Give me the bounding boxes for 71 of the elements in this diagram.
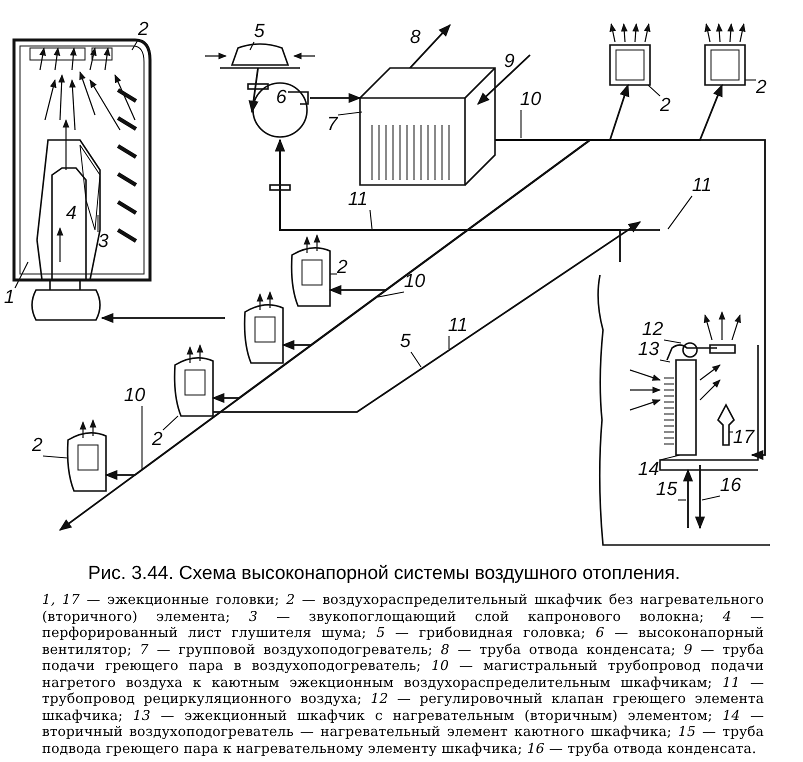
figure-caption: Рис. 3.44. Схема высоконапорной системы воздушного отопления. xyxy=(88,563,680,585)
leader-line xyxy=(42,455,68,459)
leader-line xyxy=(338,111,362,116)
pipe xyxy=(310,92,362,104)
callout-number: 10 xyxy=(520,90,542,110)
pipe xyxy=(248,68,259,114)
leader-line xyxy=(97,215,99,232)
callout-number: 10 xyxy=(124,386,146,406)
cabinet-drawing xyxy=(12,38,152,321)
pipe xyxy=(58,139,593,531)
pipe xyxy=(409,24,451,69)
leader-line xyxy=(660,359,670,363)
callout-number: 4 xyxy=(66,204,77,224)
leader-line xyxy=(660,454,680,461)
callout-number: 11 xyxy=(692,176,712,196)
callout-number: 3 xyxy=(98,232,109,252)
callout-number: 5 xyxy=(400,332,411,352)
legend-text: 1, 17 — эжекционные головки; 2 — воздухораспределительный шкафчик без нагревательного (вторичного) элемента; 3 — звукопоглощающий слой капронового волокна; 4 — перфорированный лист глушителя шума; 5 — грибовидная головка; 6 — высоконапорный вентилятор; 7 — групповой воздухоподогреватель; 8 — труба отвода конденсата; 9 — труба подачи греющего пара в воздухоподогреватель; 10 — магистральный трубопровод подачи нагретого воздуха к каютным эжекционным воздухораспределительным шкафчикам; 11 — трубопровод рециркуляционного воздуха; 12 — регулировочный клапан греющего элемента шкафчика; 13 — эжекционный шкафчик с нагревательным (вторичным) элементом; 14 — вторичный воздухоподогреватель — нагревательный элемент каютного шкафчика; 15 — труба подвода греющего пара к нагревательному элементу шкафчика; 16 — труба отвода конденсата. xyxy=(42,592,764,757)
callout-number: 2 xyxy=(152,430,163,450)
callout-number: 1 xyxy=(4,288,15,308)
callout-number: 10 xyxy=(404,272,426,292)
callout-number: 2 xyxy=(32,436,43,456)
pipe xyxy=(213,221,642,413)
callout-number: 11 xyxy=(448,316,468,336)
cabinet-drawing xyxy=(609,44,651,86)
callout-number: 2 xyxy=(337,258,348,278)
cabinet-drawing xyxy=(704,44,746,86)
leader-line xyxy=(369,210,373,230)
callout-number: 5 xyxy=(254,22,265,42)
leader-line xyxy=(668,196,692,230)
pipe xyxy=(682,468,694,528)
leader-line xyxy=(410,352,422,368)
leader-line xyxy=(745,79,756,81)
leader-line xyxy=(520,110,522,138)
callout-number: 7 xyxy=(327,115,338,135)
pipe xyxy=(477,54,531,105)
leader-line xyxy=(678,499,686,501)
leader-line xyxy=(330,273,337,275)
callout-number: 13 xyxy=(638,340,660,360)
callout-number: 9 xyxy=(504,52,515,72)
pipe xyxy=(694,465,706,530)
cabinet-drawing xyxy=(290,247,331,307)
callout-number: 2 xyxy=(138,20,149,40)
leader-line xyxy=(141,406,143,470)
callout-number: 8 xyxy=(410,28,421,48)
leader-line xyxy=(648,84,660,96)
callout-number: 14 xyxy=(638,460,660,480)
callout-number: 12 xyxy=(642,320,664,340)
cabinet-drawing xyxy=(66,432,107,492)
cabinet-drawing xyxy=(174,357,214,417)
pipe xyxy=(274,138,621,262)
callout-number: 6 xyxy=(276,88,287,108)
leader-line xyxy=(132,40,138,50)
callout-number: 2 xyxy=(756,78,767,98)
leader-line xyxy=(162,416,178,430)
leader-line xyxy=(729,431,733,433)
leader-line xyxy=(664,339,682,344)
callout-number: 15 xyxy=(656,480,678,500)
pipe xyxy=(100,312,225,324)
cabinet-drawing xyxy=(244,304,284,364)
callout-number: 11 xyxy=(348,190,368,210)
leader-line xyxy=(702,495,720,501)
leader-line xyxy=(448,336,450,349)
callout-number: 17 xyxy=(733,428,754,448)
ejector-cabinet-drawing xyxy=(659,342,759,471)
leader-line xyxy=(378,291,404,298)
mushroom-head-drawing xyxy=(220,43,300,69)
callout-number: 16 xyxy=(720,476,742,496)
callout-number: 2 xyxy=(660,96,671,116)
leader-line xyxy=(250,42,254,50)
air-heater-drawing xyxy=(359,67,496,186)
